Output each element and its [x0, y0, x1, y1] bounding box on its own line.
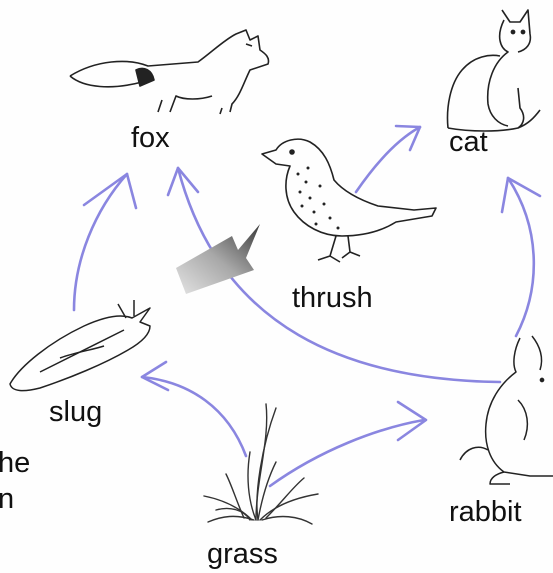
arrowhead-slug: [142, 362, 168, 390]
arrow-grass-to-slug: [142, 377, 246, 456]
label-slug: slug: [49, 398, 102, 427]
arrowhead-cat-right: [502, 178, 540, 212]
rabbit-icon: [460, 336, 553, 484]
pointer-arrow-icon: [176, 224, 260, 294]
label-cat: cat: [449, 128, 488, 157]
arrowhead-fox-left: [84, 174, 136, 208]
label-grass: grass: [207, 540, 278, 569]
cropped-text-line-1: he: [0, 446, 30, 481]
arrow-grass-to-rabbit: [270, 420, 424, 486]
slug-icon: [10, 300, 150, 391]
thrush-icon: [262, 139, 436, 262]
label-thrush: thrush: [292, 284, 373, 313]
label-fox: fox: [131, 124, 170, 153]
fox-icon: [70, 30, 269, 114]
cropped-text-line-2: n: [0, 482, 14, 517]
arrow-thrush-to-cat: [356, 127, 420, 192]
cat-icon: [448, 10, 540, 131]
grass-icon: [204, 404, 318, 524]
arrow-rabbit-to-cat: [508, 178, 534, 336]
label-rabbit: rabbit: [449, 498, 522, 527]
